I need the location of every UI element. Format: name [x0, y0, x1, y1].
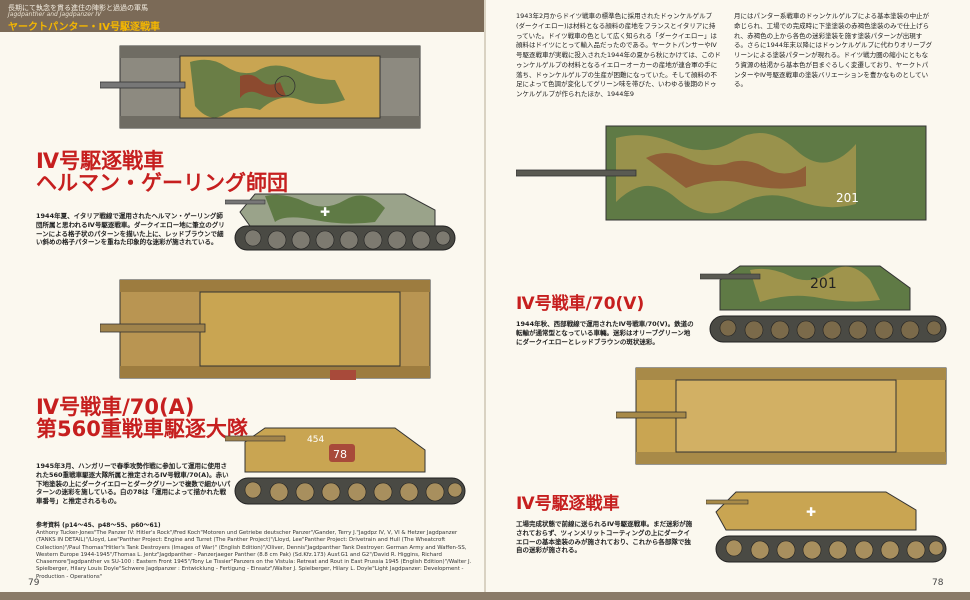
page-number-right: 78 [932, 578, 944, 588]
right-page: 1943年2月からドイツ戦車の標準色に採用されたドゥンケルゲルプ(ダークイエロー… [486, 0, 970, 600]
header-bar: 長期にて執念を貫る進住の陣影と過過の軍馬 Jagdpanther and Jag… [0, 0, 484, 33]
hull-number-side: 201 [810, 276, 837, 292]
section2-title: Ⅳ号戦車/70(A) 第560重戦車駆逐大隊 [36, 396, 248, 440]
section1-title: Ⅳ号駆逐戦車 ヘルマン・ゲーリング師団 [36, 150, 288, 194]
section2-title-line2: 第560重戦車駆逐大隊 [36, 417, 248, 442]
page-gutter [484, 0, 486, 600]
section1-title-line2: ヘルマン・ゲーリング師団 [36, 171, 288, 196]
hull-number-top: 201 [836, 191, 859, 205]
panzer-iv-70a-side-view: 454 78 [225, 427, 466, 505]
references-text: Anthony Tucker-Jones"The Panzer IV: Hitl… [36, 530, 472, 580]
header-subtitle: Jagdpanther and Jagdpanzer IV [8, 11, 102, 18]
header-title: ヤークトパンター・IV号駆逐戦車 [8, 22, 160, 33]
right-section2-caption: 工場完成状態で前線に送られるⅣ号駆逐戦車。まだ迷彩が施されておらず、ツィンメリッ… [516, 520, 693, 555]
left-page: 長期にて執念を貫る進住の陣影と過過の軍馬 Jagdpanther and Jag… [0, 0, 484, 600]
body-column-2: 月にはパンター系戦車のドゥンケルゲルプによる基本塗装の中止が命じられ、工場での完… [734, 12, 933, 89]
panzer-iv-70v-top-view: 201 [516, 125, 927, 221]
turret-number: 454 [307, 435, 324, 445]
references-heading: 参考資料 (p14〜45、p48〜55、p60〜61) [36, 522, 161, 529]
section2-caption: 1945年3月、ハンガリーで春季攻勢作戦に参加して運用に使用された560重戦車駆… [36, 462, 231, 506]
body-column-1: 1943年2月からドイツ戦車の標準色に採用されたドゥンケルゲルプ(ダークイエロー… [516, 12, 721, 98]
page-number-left: 79 [28, 578, 40, 588]
right-section1-caption: 1944年秋、西部戦線で運用されたⅣ号戦車/70(V)。鉄道の転輸が通常型となっ… [516, 320, 694, 346]
jagdpanzer-iv-hg-top-view [100, 45, 421, 129]
right-section2-title: Ⅳ号駆逐戦車 [516, 494, 620, 514]
jagdpanzer-iv-hg-side-view: ✚ [225, 193, 456, 251]
jagdpanzer-iv-factory-side-view: ✚ [706, 491, 947, 563]
header-kicker: 長期にて執念を貫る進住の陣影と過過の軍馬 [8, 4, 148, 12]
jagdpanzer-iv-factory-top-view [616, 367, 947, 465]
panzer-iv-70a-top-view [100, 279, 431, 380]
panzer-iv-70v-side-view: 201 [700, 265, 947, 343]
section1-caption: 1944年夏、イタリア戦線で運用されたヘルマン・ゲーリング師団所属と思われるⅣ号… [36, 212, 225, 247]
section1-title-line1: Ⅳ号駆逐戦車 [36, 149, 165, 173]
svg-text:✚: ✚ [806, 505, 816, 519]
hull-number: 78 [333, 448, 347, 461]
right-section1-title: Ⅳ号戦車/70(V) [516, 294, 645, 314]
section2-title-line1: Ⅳ号戦車/70(A) [36, 395, 195, 419]
bottom-strip [0, 592, 970, 600]
svg-text:✚: ✚ [320, 205, 330, 219]
